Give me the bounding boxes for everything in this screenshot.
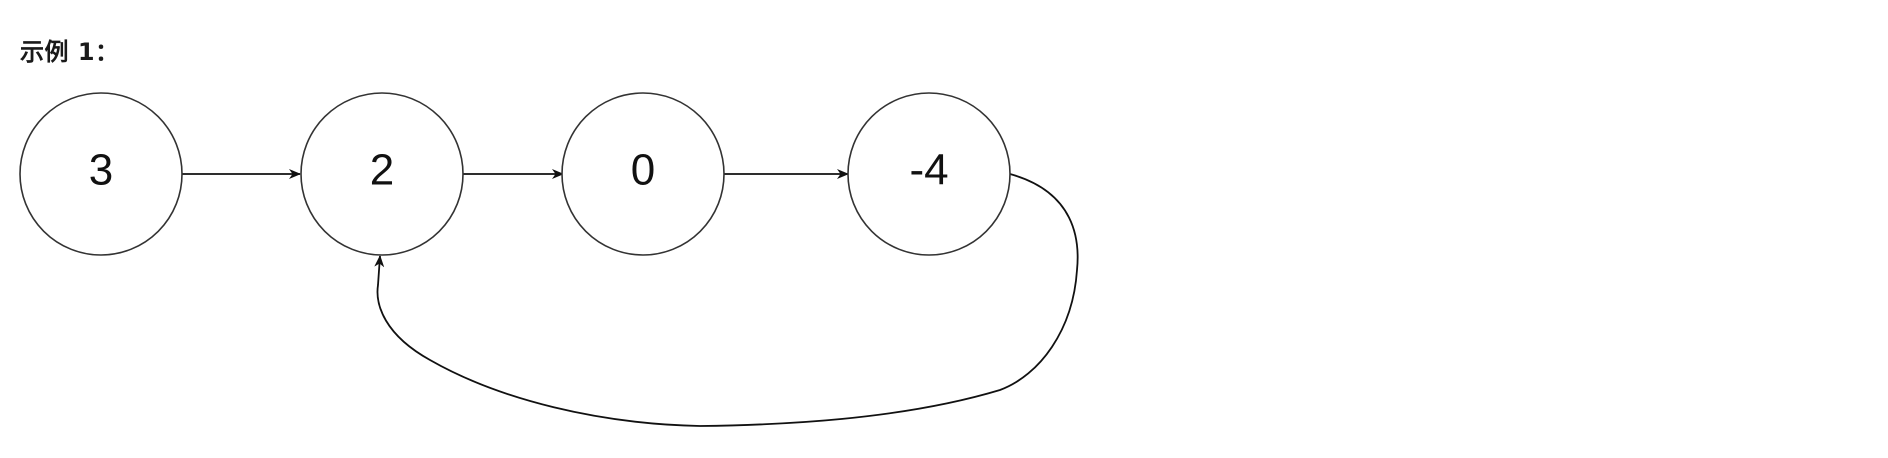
node-n3: -4: [847, 92, 1011, 256]
node-n2: 0: [561, 92, 725, 256]
node-label: 2: [370, 146, 394, 195]
node-circle: [19, 92, 183, 256]
node-label: 0: [631, 146, 655, 195]
edge-cycle-n3-n1: [374, 173, 1079, 427]
node-circle: [847, 92, 1011, 256]
page-title: 示例 1：: [20, 38, 120, 66]
edges: [182, 169, 1079, 427]
node-n1: 2: [300, 92, 464, 256]
node-label: -4: [909, 146, 948, 195]
node-label: 3: [89, 146, 113, 195]
node-n0: 3: [19, 92, 183, 256]
node-circle: [300, 92, 464, 256]
node-circle: [561, 92, 725, 256]
